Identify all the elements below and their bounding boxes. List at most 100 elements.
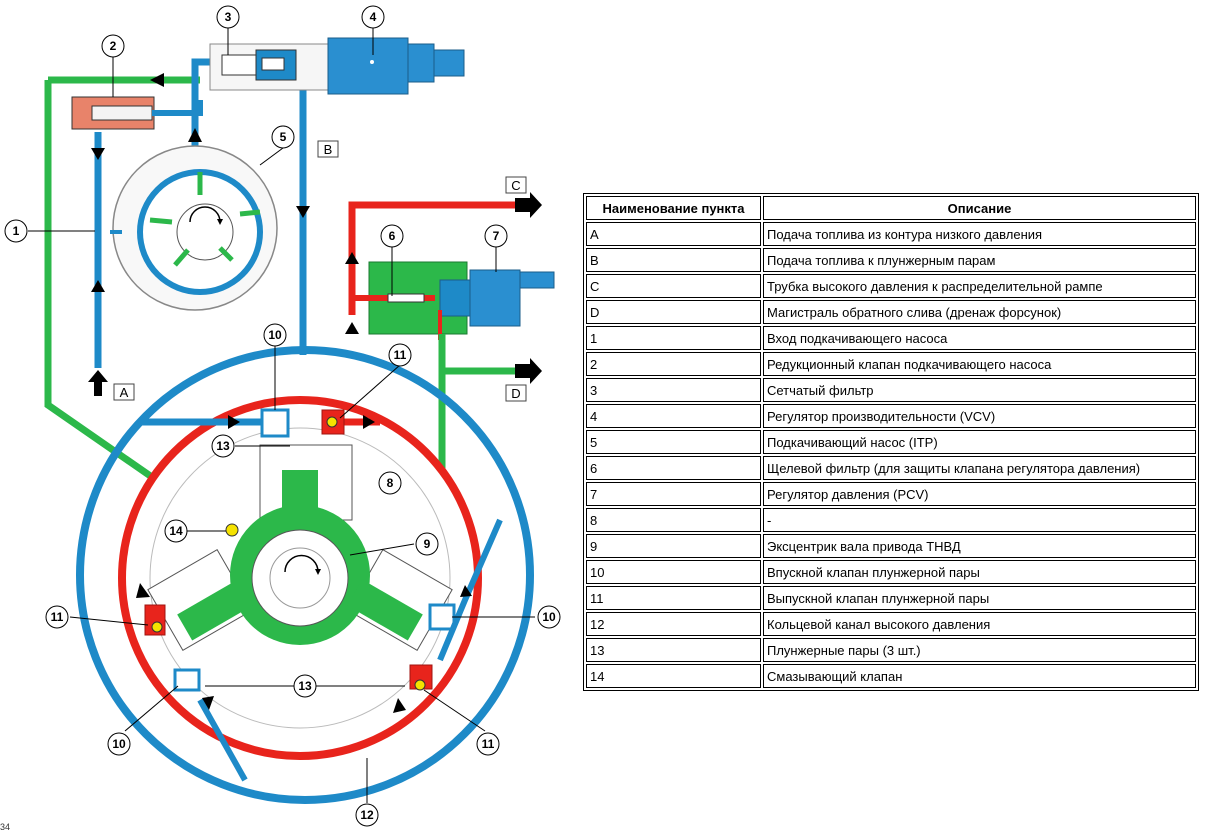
row-description: Подача топлива из контура низкого давлен…	[763, 222, 1196, 246]
row-item: 10	[586, 560, 761, 584]
svg-text:11: 11	[482, 737, 495, 751]
row-item: 14	[586, 664, 761, 688]
row-description: Эксцентрик вала привода ТНВД	[763, 534, 1196, 558]
row-item: 1	[586, 326, 761, 350]
row-item: 6	[586, 456, 761, 480]
callout-4: 4	[361, 5, 385, 29]
svg-text:12: 12	[360, 808, 374, 822]
callout-10-right: 10	[537, 605, 561, 629]
callout-8: 8	[378, 471, 402, 495]
svg-text:C: C	[511, 178, 520, 193]
row-item: 4	[586, 404, 761, 428]
callout-11-bottom: 11	[476, 732, 500, 756]
svg-text:8: 8	[387, 476, 394, 490]
callout-14: 14	[164, 519, 188, 543]
svg-text:10: 10	[112, 737, 126, 751]
row-item: D	[586, 300, 761, 324]
svg-text:1: 1	[13, 224, 20, 238]
svg-text:4: 4	[370, 10, 377, 24]
row-item: A	[586, 222, 761, 246]
callout-13-bottom: 13	[293, 674, 317, 698]
callout-11-left: 11	[45, 605, 69, 629]
row-description: Выпускной клапан плунжерной пары	[763, 586, 1196, 610]
row-item: 13	[586, 638, 761, 662]
callout-6: 6	[380, 224, 404, 248]
row-description: Магистраль обратного слива (дренаж форсу…	[763, 300, 1196, 324]
row-description: Смазывающий клапан	[763, 664, 1196, 688]
callout-10-bottom: 10	[107, 732, 131, 756]
row-description: Щелевой фильтр (для защиты клапана регул…	[763, 456, 1196, 480]
svg-text:2: 2	[110, 39, 117, 53]
row-description: Подача топлива к плунжерным парам	[763, 248, 1196, 272]
svg-text:7: 7	[493, 229, 500, 243]
port-label-a: A	[113, 383, 135, 401]
filter-and-vcv	[209, 37, 465, 95]
callout-11-top: 11	[388, 343, 412, 367]
outlet-c-arrow-icon	[515, 192, 542, 218]
callout-13-top: 13	[211, 434, 235, 458]
callout-1: 1	[4, 219, 28, 243]
page-number: 34	[0, 822, 11, 832]
row-description: Сетчатый фильтр	[763, 378, 1196, 402]
port-label-d: D	[505, 384, 527, 402]
row-item: 9	[586, 534, 761, 558]
svg-text:B: B	[324, 142, 333, 157]
row-item: B	[586, 248, 761, 272]
port-label-c: C	[505, 176, 527, 194]
svg-text:13: 13	[216, 439, 230, 453]
row-item: C	[586, 274, 761, 298]
row-description: Регулятор давления (PCV)	[763, 482, 1196, 506]
svg-text:D: D	[511, 386, 520, 401]
callout-7: 7	[484, 224, 508, 248]
row-description: -	[763, 508, 1196, 532]
fuel-pump-diagram: A B C D 1 2 3 4 5 6 7 8 9 10	[4, 5, 561, 827]
row-item: 11	[586, 586, 761, 610]
svg-text:3: 3	[225, 10, 232, 24]
row-description: Трубка высокого давления к распределител…	[763, 274, 1196, 298]
row-description: Вход подкачивающего насоса	[763, 326, 1196, 350]
pressure-regulator	[352, 261, 555, 340]
svg-text:6: 6	[389, 229, 396, 243]
svg-text:14: 14	[169, 524, 183, 538]
outlet-d-arrow-icon	[515, 358, 542, 384]
svg-text:10: 10	[268, 328, 282, 342]
row-item: 7	[586, 482, 761, 506]
table-header-row: Наименование пункта Описание	[586, 196, 1196, 220]
row-item: 12	[586, 612, 761, 636]
row-description: Подкачивающий насос (ITP)	[763, 430, 1196, 454]
svg-text:10: 10	[542, 610, 556, 624]
inlet-arrow-icon	[88, 370, 108, 396]
svg-text:11: 11	[394, 348, 407, 362]
svg-text:11: 11	[51, 610, 64, 624]
callout-9: 9	[415, 532, 439, 556]
svg-text:5: 5	[280, 130, 287, 144]
reducing-valve	[71, 96, 203, 130]
table-row: 8-	[586, 508, 1196, 532]
row-description: Впускной клапан плунжерной пары	[763, 560, 1196, 584]
row-description: Плунжерные пары (3 шт.)	[763, 638, 1196, 662]
callout-5: 5	[271, 125, 295, 149]
svg-text:9: 9	[424, 537, 431, 551]
row-item: 5	[586, 430, 761, 454]
callout-12: 12	[355, 803, 379, 827]
row-item: 2	[586, 352, 761, 376]
svg-text:13: 13	[298, 679, 312, 693]
callout-10-top: 10	[263, 323, 287, 347]
callout-2: 2	[101, 34, 125, 58]
